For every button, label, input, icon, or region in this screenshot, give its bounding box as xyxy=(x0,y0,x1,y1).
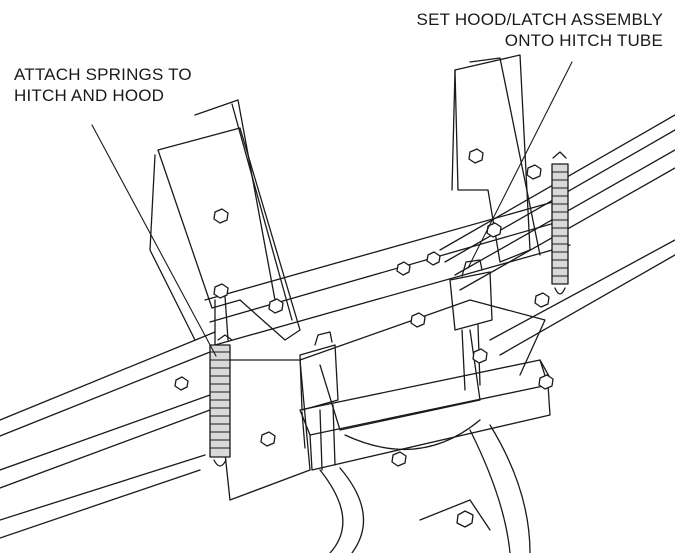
callout-hood-line2: ONTO HITCH TUBE xyxy=(504,31,663,50)
leader-lines xyxy=(91,61,573,357)
latch-right xyxy=(449,259,493,391)
left-spring xyxy=(209,334,233,467)
right-spring xyxy=(551,151,569,295)
hood-assembly xyxy=(214,299,546,501)
leader-hood xyxy=(467,61,573,269)
callout-attach-springs: ATTACH SPRINGS TO HITCH AND HOOD xyxy=(14,64,192,106)
callout-set-hood-latch: SET HOOD/LATCH ASSEMBLY ONTO HITCH TUBE xyxy=(417,9,663,51)
left-frame-plate xyxy=(149,99,301,341)
latch-left xyxy=(299,331,339,471)
leader-springs xyxy=(91,124,217,357)
bolts xyxy=(174,148,554,528)
callout-springs-line1: ATTACH SPRINGS TO xyxy=(14,65,192,84)
lower-pipes xyxy=(319,424,531,554)
hitch-tray xyxy=(299,359,551,471)
callout-springs-line2: HITCH AND HOOD xyxy=(14,86,165,105)
rear-rails xyxy=(0,114,675,539)
callout-hood-line1: SET HOOD/LATCH ASSEMBLY xyxy=(416,10,663,29)
right-frame-plate xyxy=(451,54,541,263)
